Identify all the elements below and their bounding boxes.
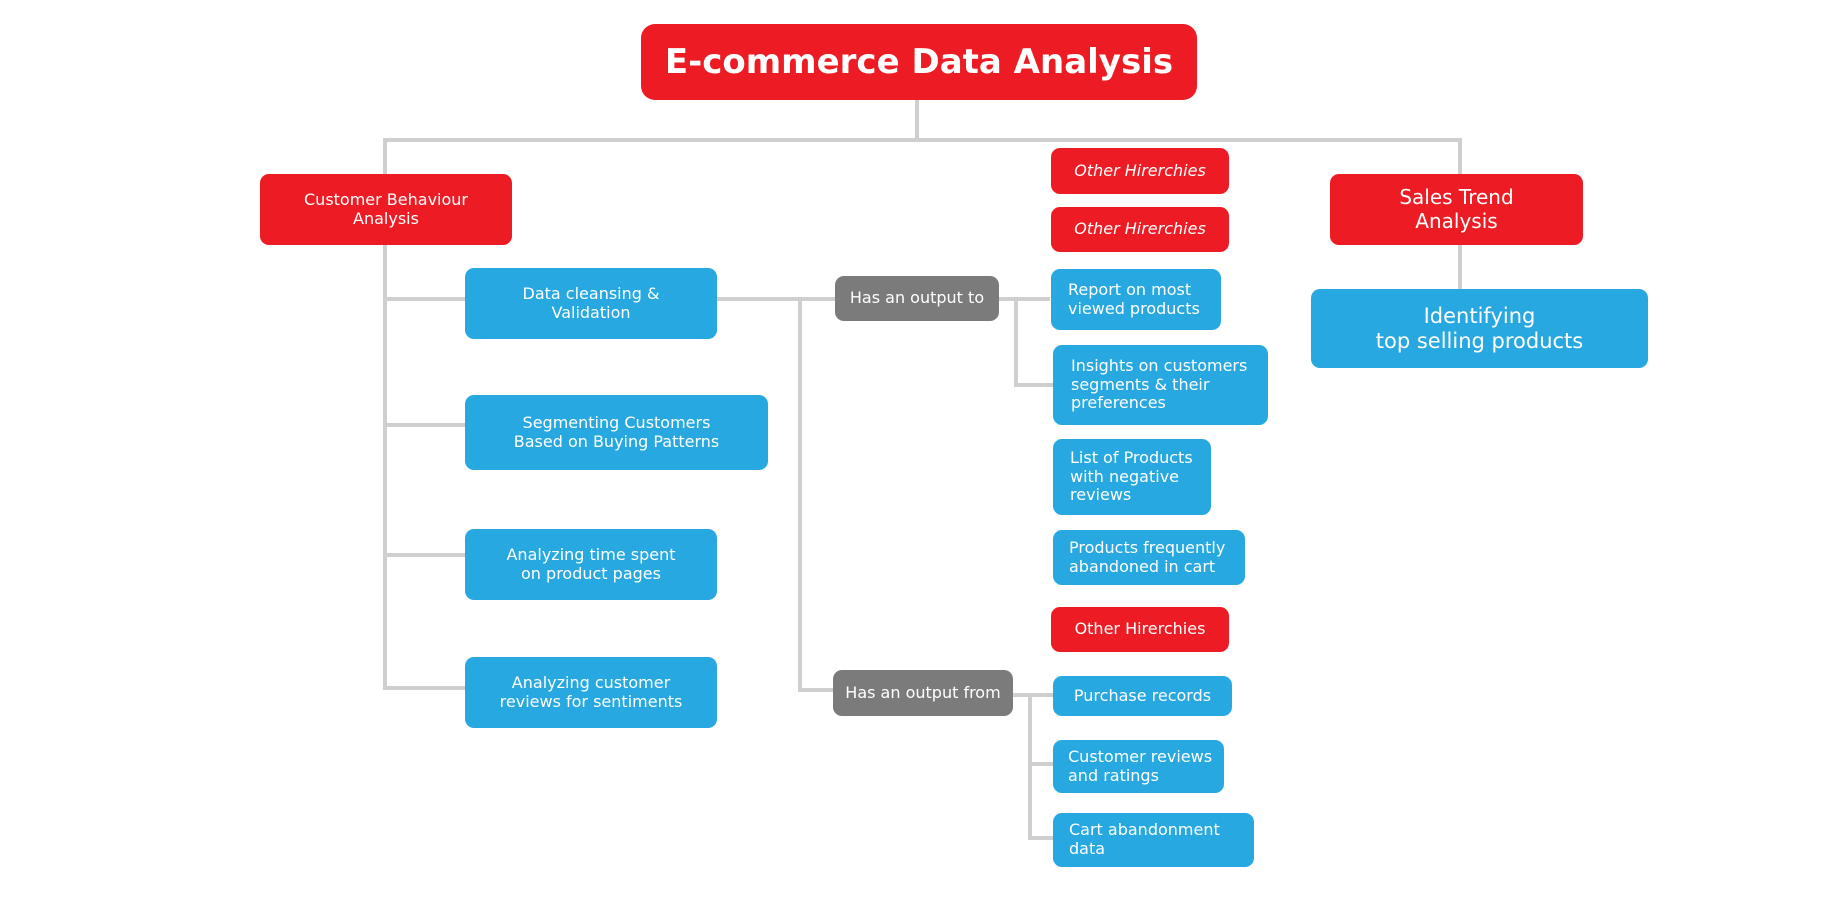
cart-abandonment-data-node: Cart abandonment data [1053, 813, 1254, 867]
abandoned-in-cart-products-node: Products frequently abandoned in cart [1053, 530, 1245, 585]
report-most-viewed-node: Report on most viewed products [1051, 269, 1221, 330]
customer-behaviour-analysis-node: Customer Behaviour Analysis [260, 174, 512, 245]
analyzing-customer-reviews-node: Analyzing customer reviews for sentiment… [465, 657, 717, 728]
analyzing-time-spent-node: Analyzing time spent on product pages [465, 529, 717, 600]
customer-reviews-ratings-node: Customer reviews and ratings [1053, 740, 1224, 793]
other-hierarchies-node-2: Other Hirerchies [1051, 207, 1229, 252]
other-hierarchies-node-1: Other Hirerchies [1051, 148, 1229, 194]
other-hierarchies-node-3: Other Hirerchies [1051, 607, 1229, 652]
title-node: E-commerce Data Analysis [641, 24, 1197, 100]
insights-customer-segments-node: Insights on customers segments & their p… [1053, 345, 1268, 425]
has-output-to-node: Has an output to [835, 276, 999, 321]
data-cleansing-validation-node: Data cleansing & Validation [465, 268, 717, 339]
identifying-top-selling-products-node: Identifying top selling products [1311, 289, 1648, 368]
negative-reviews-products-node: List of Products with negative reviews [1053, 439, 1211, 515]
segmenting-customers-node: Segmenting Customers Based on Buying Pat… [465, 395, 768, 470]
purchase-records-node: Purchase records [1053, 676, 1232, 716]
has-output-from-node: Has an output from [833, 670, 1013, 716]
sales-trend-analysis-node: Sales Trend Analysis [1330, 174, 1583, 245]
